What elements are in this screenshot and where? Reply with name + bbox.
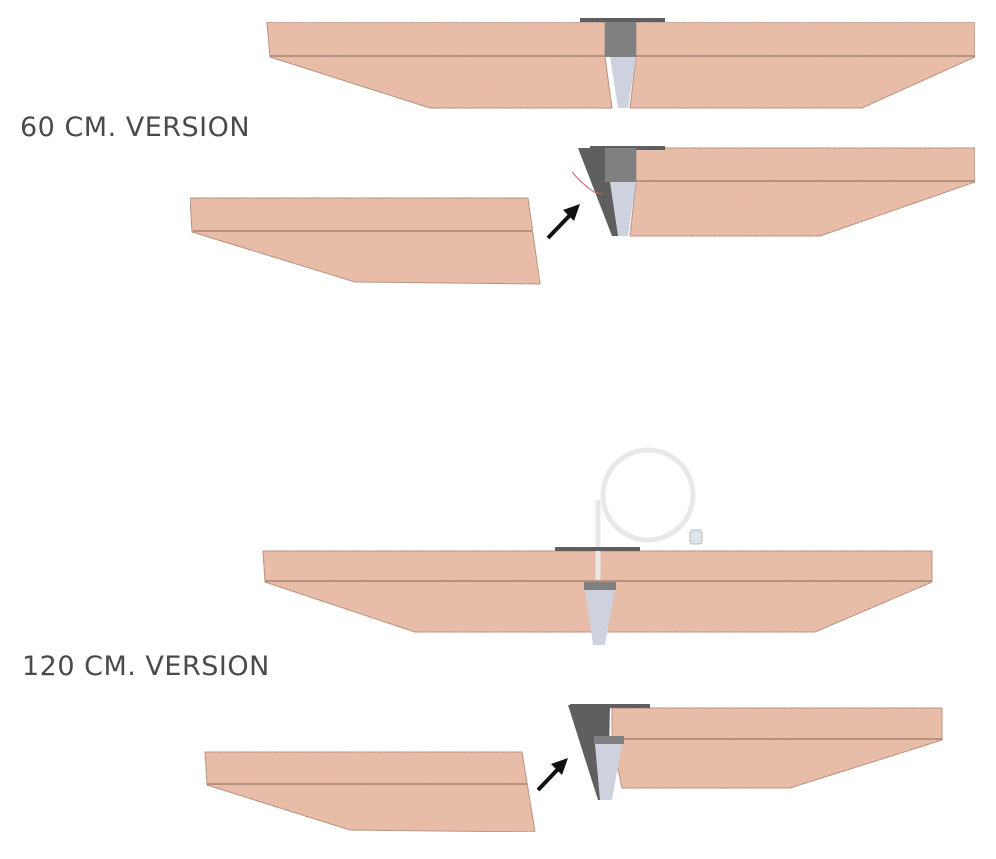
led-profile <box>568 704 650 800</box>
ceiling-panel <box>204 751 536 833</box>
ceiling-panel <box>629 147 976 237</box>
panel-edge-lines <box>193 55 975 785</box>
ceiling-panel <box>611 707 943 789</box>
wire <box>571 171 603 195</box>
arrow-icon <box>536 758 568 792</box>
ceiling-panel <box>629 21 976 109</box>
label-60cm-version: 60 CM. VERSION <box>20 112 251 143</box>
ceiling-panel <box>189 197 541 285</box>
label-120cm-version: 120 CM. VERSION <box>22 651 270 682</box>
ceiling-panel <box>266 21 613 109</box>
cable-loop <box>600 447 696 543</box>
led-profile <box>571 146 665 236</box>
cable-connector <box>689 529 703 545</box>
led-profile <box>555 447 703 645</box>
arrow-icon <box>546 204 580 240</box>
led-profile <box>580 18 665 108</box>
